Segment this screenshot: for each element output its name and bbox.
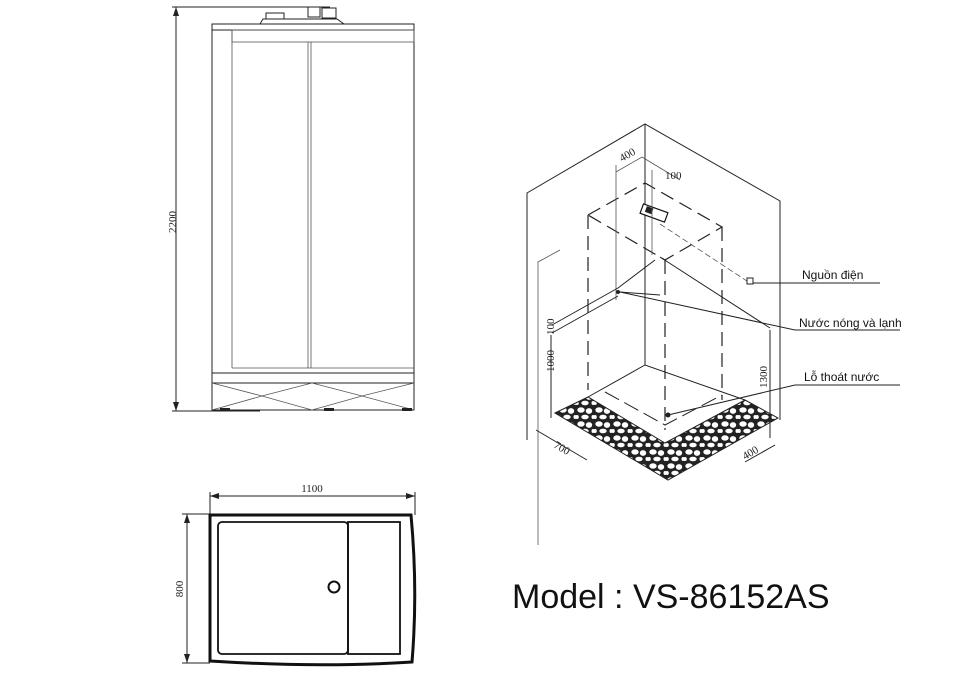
dim-floor-400: 400 [741, 444, 762, 463]
callout-power: Nguồn điện [802, 268, 863, 282]
dim-top-100: 100 [665, 170, 682, 182]
height-dimension: 2200 [167, 211, 179, 234]
dim-outlet-height: 1300 [758, 366, 770, 389]
dim-floor-700: 700 [552, 439, 573, 458]
top-view: 1100 800 [174, 483, 417, 667]
depth-dimension: 800 [174, 580, 186, 597]
dim-top-400: 400 [618, 146, 639, 165]
dim-pipe-height: 1000 [545, 350, 557, 373]
width-dimension: 1100 [301, 483, 323, 495]
model-label: Model : VS-86152AS [512, 578, 830, 616]
callout-water: Nước nóng và lạnh [799, 316, 902, 330]
callout-drain: Lỗ thoát nước [804, 369, 879, 384]
dim-pipe-gap: 100 [545, 318, 557, 335]
side-view: 2200 [167, 6, 415, 412]
iso-view: 400 100 100 1000 1300 700 400 Nguồn điện… [526, 123, 902, 545]
